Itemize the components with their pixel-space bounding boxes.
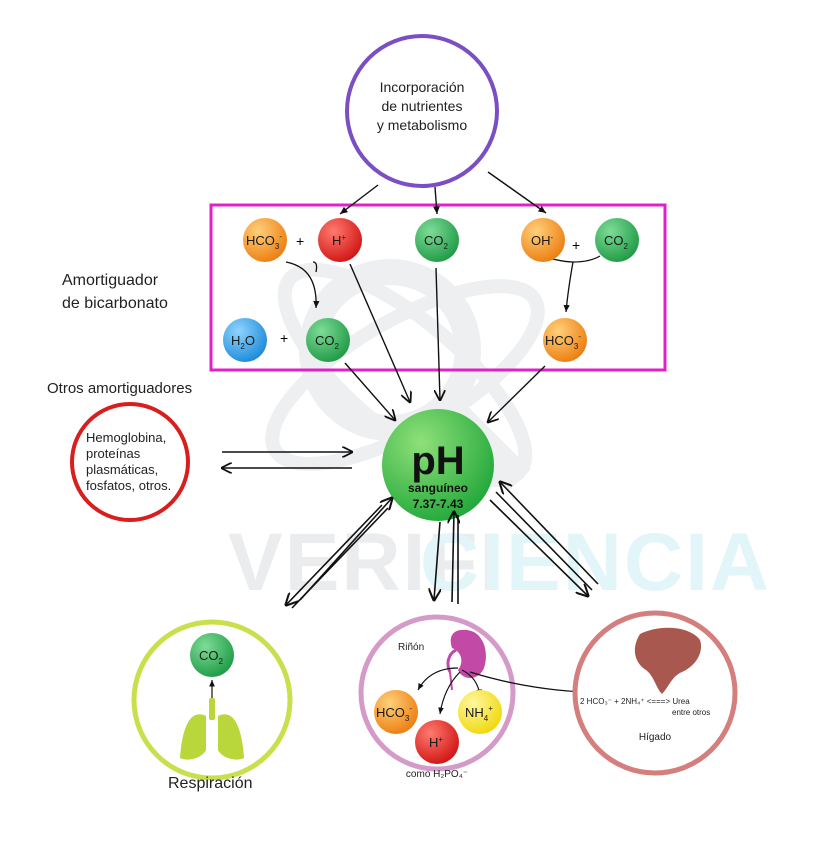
liver-arrows (489, 482, 599, 596)
metabolism-label: Incorporación de nutrientes y metabolism… (376, 79, 468, 133)
svg-text:CO2: CO2 (315, 333, 340, 351)
ph-title: pH (411, 439, 464, 483)
molecule-hco3-top: HCO3- (243, 218, 287, 262)
plus-sign-1: + (296, 233, 304, 249)
molecule-co2-bottom: CO2 (306, 318, 350, 362)
svg-text:CO2: CO2 (199, 648, 224, 666)
other-buffers-label: Otros amortiguadores (47, 380, 193, 397)
ph-subtitle: sanguíneo (408, 481, 468, 495)
ph-node: pH sanguíneo 7.37-7.43 (382, 409, 494, 521)
respiration-arrows (286, 498, 392, 609)
bicarbonate-label: Amortiguador de bicarbonato (62, 272, 168, 312)
plus-sign-3: + (280, 330, 288, 346)
plus-sign-2: + (572, 237, 580, 253)
molecule-hco3-kidney: HCO3- (374, 690, 418, 734)
liver-label: Hígado (638, 732, 672, 743)
liver-icon (634, 627, 702, 694)
svg-text:H+: H+ (429, 735, 443, 750)
molecule-nh4-kidney: NH4+ (458, 690, 502, 734)
svg-text:H2O: H2O (231, 333, 255, 351)
kidney-note: como H₂PO₄⁻ (405, 769, 469, 780)
ph-input-arrows (344, 263, 546, 422)
other-buffers-circle (70, 402, 190, 522)
svg-text:HCO3-: HCO3- (545, 332, 581, 351)
other-buffers-text: Hemoglobina, proteínas plasmáticas, fosf… (86, 430, 172, 493)
watermark: VERIFI CIENCIA (228, 259, 771, 608)
liver-reaction: 2 HCO₃⁻ + 2NH₄⁺ <===> Urea (580, 697, 690, 706)
svg-text:HCO3-: HCO3- (246, 232, 282, 251)
kidney-label: Riñón (398, 642, 425, 653)
molecule-co2-top: CO2 (415, 218, 459, 262)
buffer-exchange-arrows (222, 452, 352, 468)
svg-text:HCO3-: HCO3- (376, 704, 412, 723)
molecule-co2-right: CO2 (595, 218, 639, 262)
svg-text:OH-: OH- (531, 233, 554, 248)
ph-range: 7.37-7.43 (413, 497, 464, 511)
molecule-h-top: H+ (318, 218, 362, 262)
molecule-h-kidney: H+ (415, 720, 459, 764)
svg-text:NH4+: NH4+ (465, 704, 493, 723)
svg-text:CO2: CO2 (424, 233, 449, 251)
kidney-arrows (434, 512, 458, 604)
reaction-arrows (285, 255, 601, 313)
watermark-text-2: CIENCIA (420, 517, 771, 608)
kidney-icon (446, 629, 486, 691)
liver-reaction-2: entre otros (672, 708, 711, 717)
bicarbonate-box (209, 203, 667, 372)
lungs-icon (180, 698, 244, 760)
metabolism-circle (345, 34, 499, 188)
molecule-hco3-bottom: HCO3- (543, 318, 587, 362)
respiration-label: Respiración (168, 775, 253, 792)
molecule-oh-top: OH- (521, 218, 565, 262)
molecule-h2o: H2O (223, 318, 267, 362)
metabolism-arrows (339, 171, 547, 215)
molecule-co2-respiration: CO2 (190, 633, 234, 677)
svg-text:H+: H+ (332, 233, 346, 248)
svg-text:CO2: CO2 (604, 233, 629, 251)
